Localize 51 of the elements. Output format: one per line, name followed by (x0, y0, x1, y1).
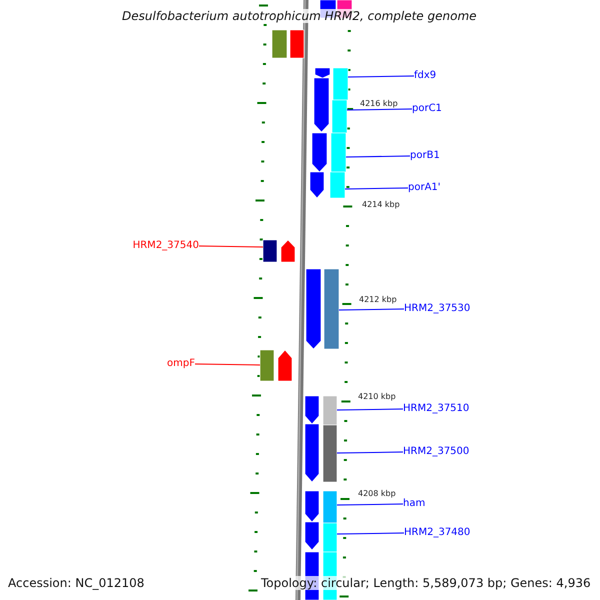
leader-line (346, 108, 412, 110)
gene-label: HRM2_37540 (132, 240, 199, 252)
gene-block (280, 240, 296, 262)
gene-label: porC1 (412, 103, 442, 115)
gene-block (332, 68, 348, 100)
gene-label: ompF (167, 358, 195, 370)
gene-block (312, 132, 328, 172)
gene-block (322, 396, 338, 426)
leader-line (338, 308, 404, 310)
gene-block (304, 490, 320, 522)
gene-block (322, 424, 338, 482)
footer-text: Accession: NC_012108 (8, 576, 144, 590)
scale-label: 4214 kbp (362, 200, 400, 210)
gene-label: HRM2_37480 (404, 527, 470, 539)
gene-block (310, 172, 324, 198)
leader-line (348, 76, 414, 78)
leader-line (336, 408, 404, 410)
gene-label: porB1 (410, 150, 440, 162)
gene-label: fdx9 (414, 70, 436, 82)
gene-block (322, 490, 338, 524)
gene-block (304, 522, 320, 550)
gene-block (272, 30, 288, 58)
leader-line (336, 504, 404, 506)
scale-label: 4210 kbp (358, 392, 396, 402)
leader-line (344, 188, 408, 190)
scale-label: 4208 kbp (358, 489, 396, 499)
gene-label: HRM2_37530 (404, 303, 470, 315)
gene-block (324, 268, 340, 350)
gene-block (278, 350, 292, 382)
gene-block (260, 350, 274, 382)
gene-block (330, 172, 346, 198)
gene-label: HRM2_37500 (403, 446, 470, 458)
gene-label: HRM2_37510 (403, 403, 470, 415)
gene-block (330, 132, 346, 172)
footer-text: Topology: circular; Length: 5,589,073 bp; Genes: 4,936 (261, 576, 591, 590)
scale-label: 4216 kbp (360, 99, 398, 109)
gene-block (306, 268, 322, 350)
scale-label: 4212 kbp (359, 295, 397, 305)
gene-block (332, 100, 348, 134)
leader-line (336, 532, 404, 534)
leader-line (194, 364, 260, 366)
diagram-title: Desulfobacterium autotrophicum HRM2, complete genome (122, 9, 477, 23)
gene-label: porA1' (408, 182, 441, 194)
gene-block (262, 240, 278, 262)
gene-block (322, 522, 338, 552)
gene-block (304, 396, 320, 424)
gene-label: ham (403, 498, 426, 510)
leader-line (346, 156, 410, 158)
leader-line (198, 246, 264, 248)
gene-block (290, 30, 304, 58)
leader-line (336, 452, 404, 454)
